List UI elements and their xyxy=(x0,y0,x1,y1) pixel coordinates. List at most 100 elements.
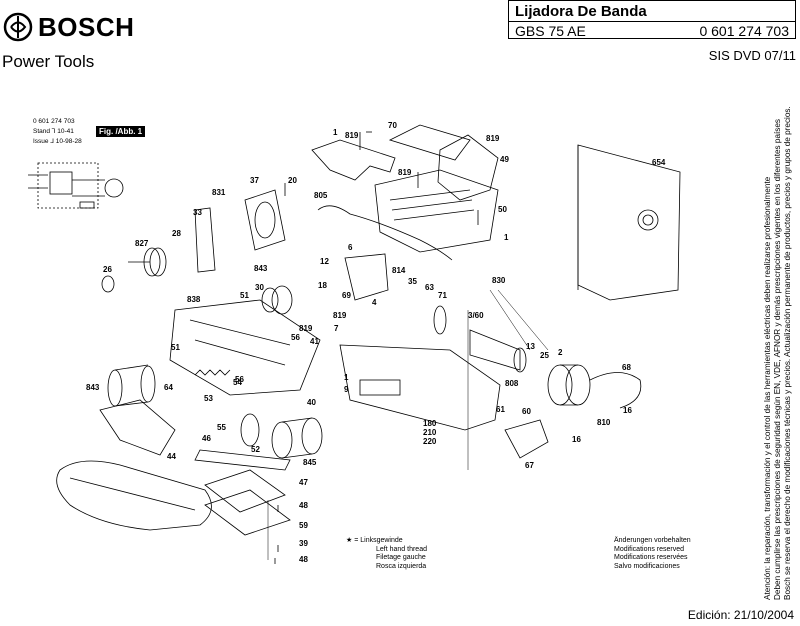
part-label: 12 xyxy=(320,257,329,266)
part-label: 814 xyxy=(392,266,406,275)
legend-symbol: ★ = Linksgewinde xyxy=(346,537,403,544)
part-label: 16 xyxy=(572,435,581,444)
part-label: 56 xyxy=(235,375,244,384)
rights-line: Salvo modificaciones xyxy=(614,562,680,570)
part-label: 843 xyxy=(86,383,100,392)
part-label: 810 xyxy=(597,418,611,427)
part-label: 20 xyxy=(288,176,297,185)
part-label: 70 xyxy=(388,121,397,130)
part-label: 55 xyxy=(217,423,226,432)
part-label: 819 xyxy=(486,134,500,143)
part-label: 67 xyxy=(525,461,534,470)
part-label: 54 xyxy=(233,378,242,387)
base-plate xyxy=(204,489,291,536)
motor-housing xyxy=(339,344,501,431)
part-label: 39 xyxy=(299,539,308,548)
part-label: 53 xyxy=(204,394,213,403)
sis-label: SIS DVD 07/11 xyxy=(708,48,796,63)
product-model: GBS 75 AE xyxy=(515,23,586,39)
legend-line: Rosca izquierda xyxy=(376,562,427,570)
vertical-notes: Atención: la reparación, transformación … xyxy=(763,106,792,600)
motor-cylinder xyxy=(107,364,156,407)
legend-line: Left hand thread xyxy=(376,545,427,553)
legend-line: Filetage gauche xyxy=(376,554,426,561)
part-label: 819 xyxy=(299,324,313,333)
platen xyxy=(204,469,286,513)
part-label: 49 xyxy=(500,155,509,164)
part-label: 220 xyxy=(423,437,437,446)
part-label: 25 xyxy=(540,351,549,360)
drawing-meta: 0 601 274 703 Stand ⅂ 10-41 Issue ⅃ 10-9… xyxy=(33,117,82,147)
part-label: 819 xyxy=(398,168,412,177)
part-label: 1 xyxy=(344,373,349,382)
part-label: 28 xyxy=(172,229,181,238)
screws xyxy=(274,131,479,564)
part-label: 59 xyxy=(299,521,308,530)
power-cable xyxy=(317,205,453,261)
part-label: 827 xyxy=(135,239,149,248)
part-label: 48 xyxy=(299,555,308,564)
figure-badge: Fig. /Abb. 1 xyxy=(96,126,146,137)
part-label: 210 xyxy=(423,428,437,437)
front-handle xyxy=(311,139,396,181)
thread-legend: ★ = Linksgewinde Left hand thread Fileta… xyxy=(346,537,427,571)
part-label: 44 xyxy=(167,452,176,461)
part-label: 819 xyxy=(345,131,359,140)
part-label: 51 xyxy=(171,343,180,352)
note-line: Deben cumplirse las prescripciones de se… xyxy=(773,119,782,600)
part-label: 68 xyxy=(622,363,631,372)
part-label: 50 xyxy=(498,205,507,214)
part-label: 46 xyxy=(202,434,211,443)
drive-belt xyxy=(194,207,216,273)
title-box: Lijadora De Banda GBS 75 AE 0 601 274 70… xyxy=(508,0,796,39)
sanding-belt xyxy=(56,460,212,531)
part-label: 64 xyxy=(164,383,173,392)
part-label: 63 xyxy=(425,283,434,292)
part-label: 18 xyxy=(318,281,327,290)
roller-52 xyxy=(240,413,260,447)
bosch-logo xyxy=(3,12,33,42)
part-label: 819 xyxy=(333,311,347,320)
rights-notice: Änderungen vorbehalten Modifications res… xyxy=(614,537,691,571)
roller-845 xyxy=(271,417,323,459)
pulley xyxy=(128,247,167,277)
part-label: 838 xyxy=(187,295,201,304)
field-coil xyxy=(547,364,591,406)
drawing-issue: Issue ⅃ 10-98-28 xyxy=(33,138,82,145)
part-label: 52 xyxy=(251,445,260,454)
wiring-schematic xyxy=(28,162,124,209)
part-label: 16 xyxy=(623,406,632,415)
part-label: 48 xyxy=(299,501,308,510)
part-label: 37 xyxy=(250,176,259,185)
rights-line: Änderungen vorbehalten xyxy=(614,537,691,544)
motor-cover xyxy=(437,134,499,201)
note-line: Bosch se reserva el derecho de modificac… xyxy=(783,106,792,600)
rights-line: Modifications reservées xyxy=(614,554,688,561)
part-label: 845 xyxy=(303,458,317,467)
product-part-number: 0 601 274 703 xyxy=(699,23,789,39)
part-label: 9 xyxy=(344,385,349,394)
part-label: 51 xyxy=(240,291,249,300)
part-label: 4 xyxy=(372,298,377,307)
upper-housing xyxy=(374,169,499,253)
part-label: 180 xyxy=(423,419,437,428)
rear-cover xyxy=(504,419,549,459)
part-label: 71 xyxy=(438,291,447,300)
rights-line: Modifications reserved xyxy=(614,545,685,553)
drawing-stand: Stand ⅂ 10-41 xyxy=(33,128,74,135)
part-label: 2 xyxy=(558,348,563,357)
gear-housing xyxy=(169,299,321,396)
part-label: 40 xyxy=(307,398,316,407)
armature xyxy=(433,305,527,373)
switch-assembly xyxy=(344,253,389,301)
brand-name: BOSCH xyxy=(38,12,135,42)
spring xyxy=(194,369,231,376)
part-label: 26 xyxy=(103,265,112,274)
part-label: 1 xyxy=(333,128,338,137)
part-label: 808 xyxy=(505,379,519,388)
part-label: 69 xyxy=(342,291,351,300)
part-label: 3/60 xyxy=(468,311,484,320)
fan-housing xyxy=(244,189,286,251)
part-label: 41 xyxy=(310,337,319,346)
